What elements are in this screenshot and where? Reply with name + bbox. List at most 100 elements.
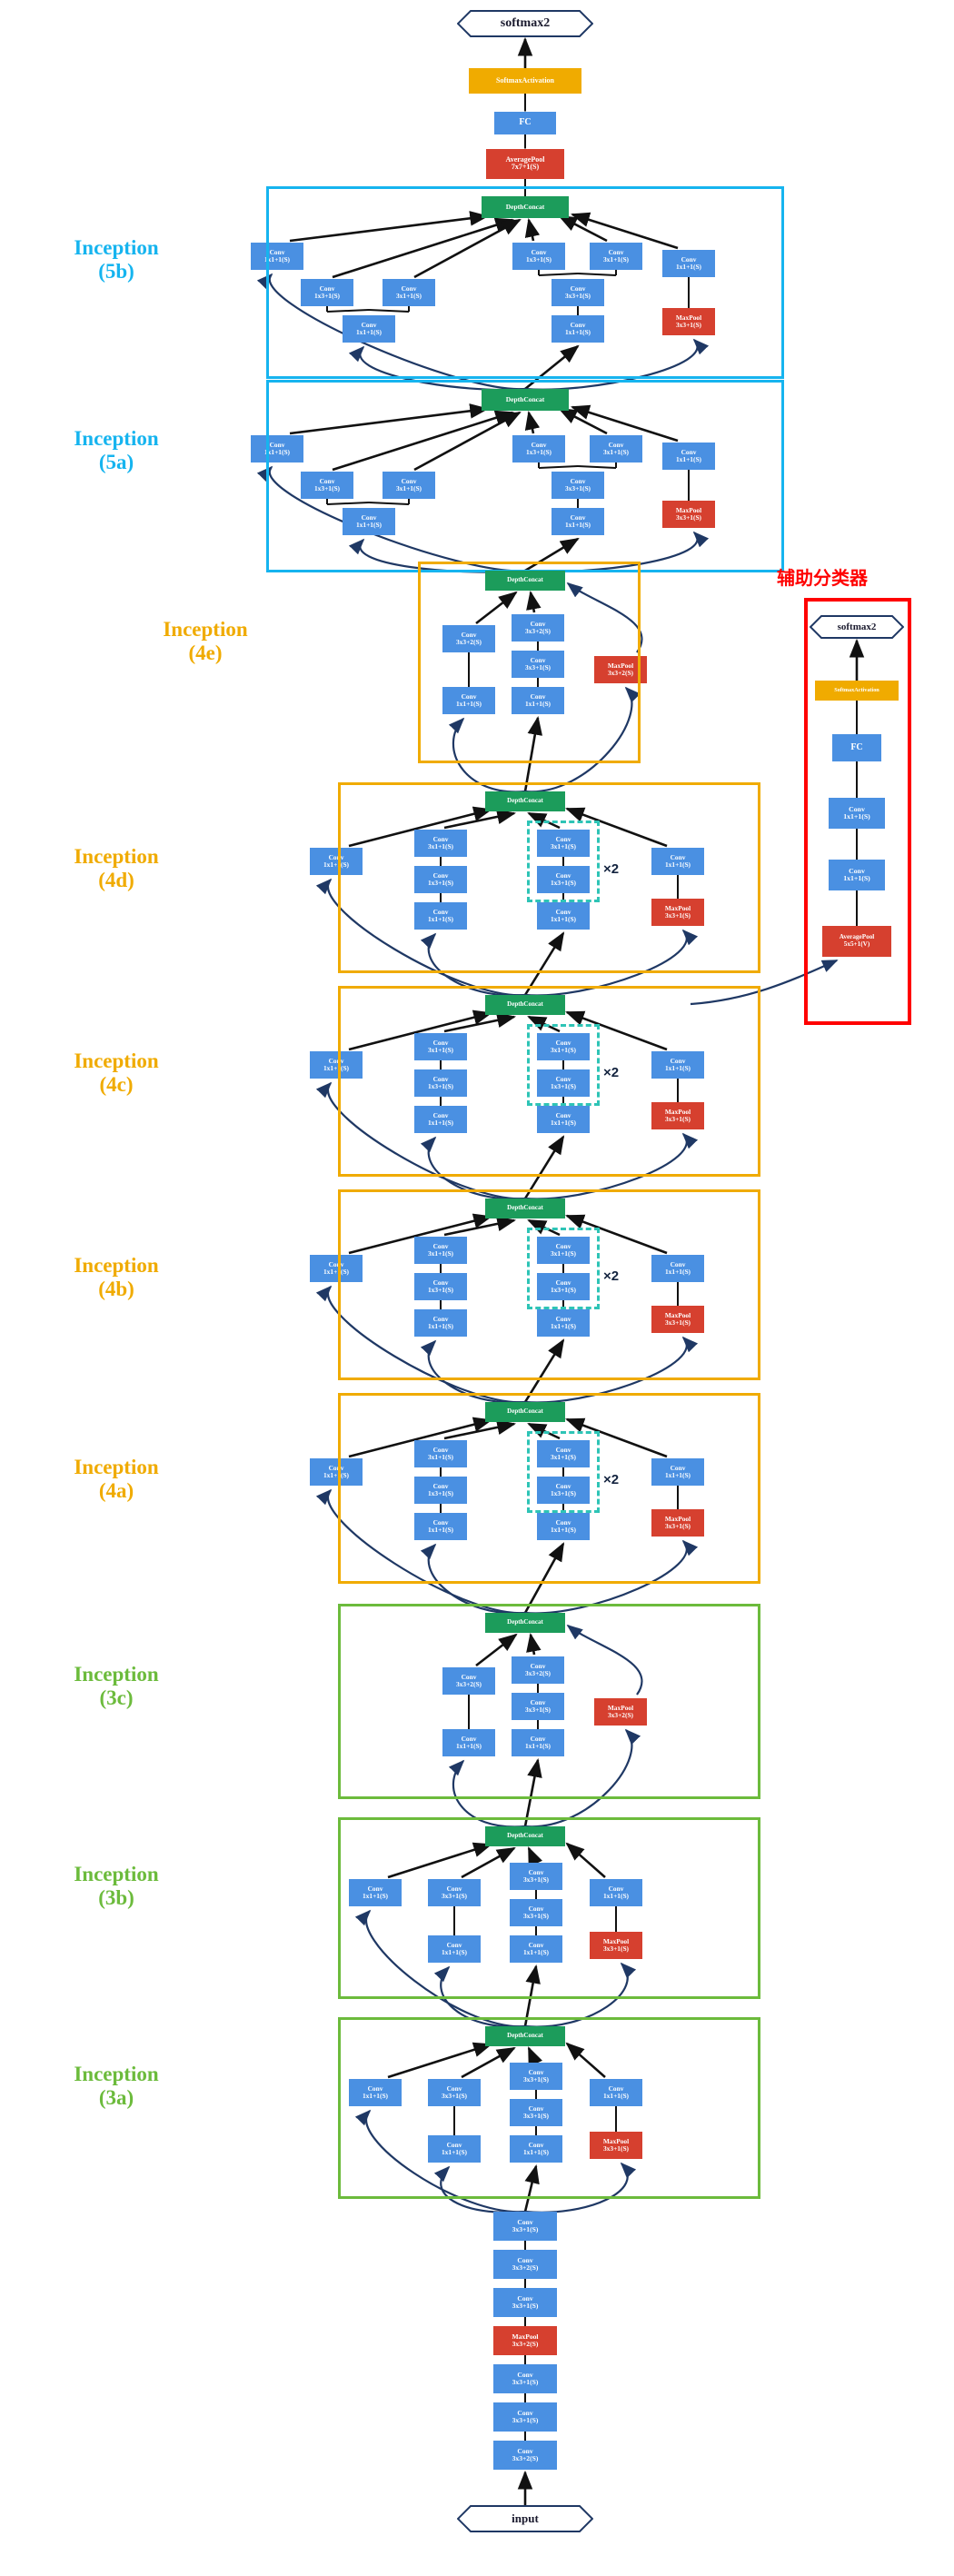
fc-head[interactable]: FC: [494, 111, 556, 134]
softmax2-output[interactable]: softmax2: [457, 10, 593, 37]
aux-softmax-activation[interactable]: SoftmaxActivation: [815, 681, 899, 701]
inception-5b-depthconcat[interactable]: DepthConcat: [482, 196, 569, 218]
aux-softmax2[interactable]: softmax2: [810, 615, 904, 639]
inception-5a-depthconcat[interactable]: DepthConcat: [482, 389, 569, 411]
softmax-activation-head[interactable]: SoftmaxActivation: [469, 68, 581, 94]
inception-4c-depthconcat[interactable]: DepthConcat: [485, 995, 565, 1015]
inception-4b-depthconcat[interactable]: DepthConcat: [485, 1198, 565, 1218]
inception-4d-depthconcat[interactable]: DepthConcat: [485, 791, 565, 811]
inception-3a-depthconcat[interactable]: DepthConcat: [485, 2026, 565, 2046]
inception-3c-depthconcat[interactable]: DepthConcat: [485, 1613, 565, 1633]
inception-4e-depthconcat[interactable]: DepthConcat: [485, 571, 565, 591]
aux-fc[interactable]: FC: [832, 734, 881, 761]
input-node[interactable]: input: [457, 2505, 593, 2532]
